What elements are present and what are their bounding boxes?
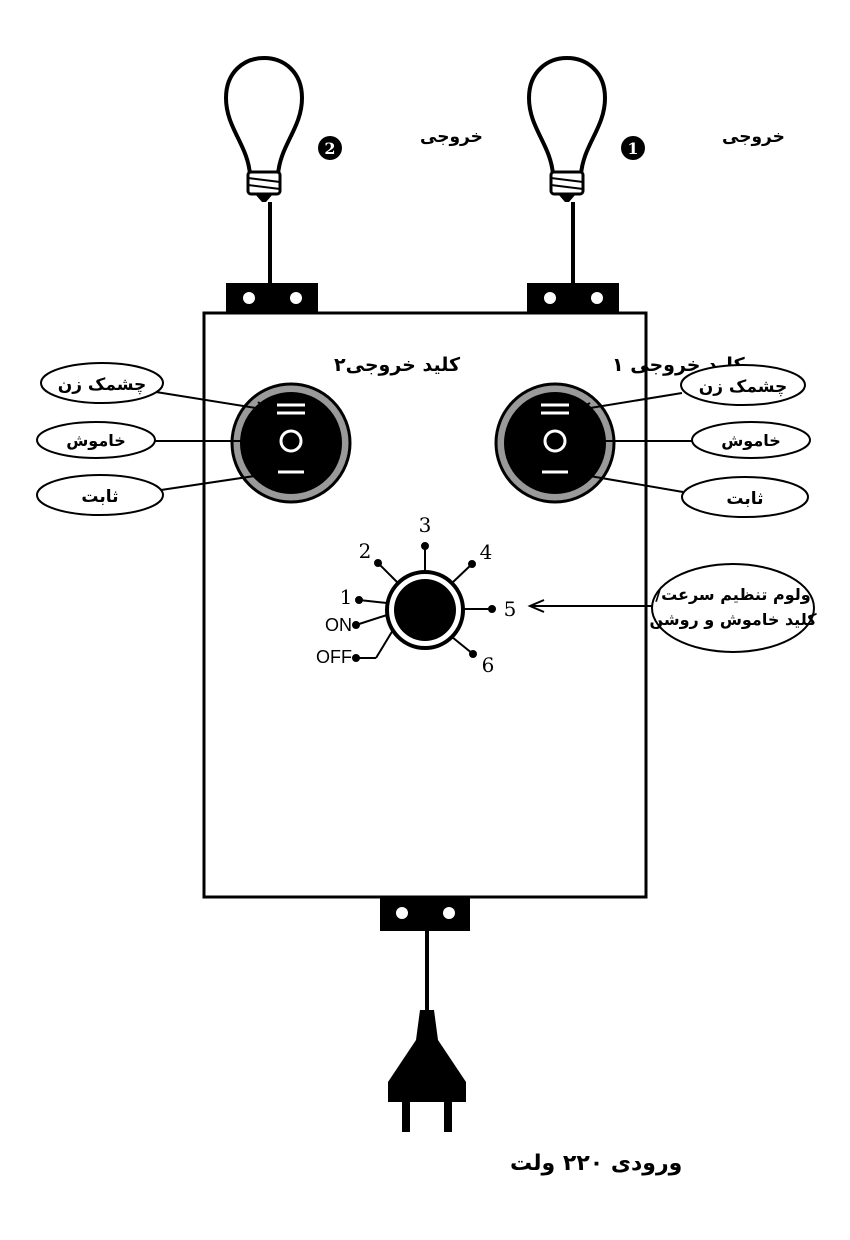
- switch-2-title: کلید خروجی۲: [334, 354, 461, 376]
- bulb-1: [526, 55, 608, 283]
- power-plug-icon: [388, 1010, 466, 1132]
- dial-spokes: [352, 542, 496, 662]
- output-1-text: خروجی: [722, 127, 785, 147]
- switch-2-label-steady: ثابت: [36, 469, 271, 516]
- dial-position-on: ON: [325, 615, 352, 635]
- switch-1-label-blink: چشمک زن: [575, 364, 806, 415]
- terminal-block-input: [380, 896, 470, 931]
- bulb-2: [223, 55, 305, 283]
- switch-1-label-steady: ثابت: [575, 469, 809, 518]
- bulb-2-glass: [223, 55, 305, 177]
- switch-1-off-mark: [543, 429, 567, 453]
- switch-2-steady-text: ثابت: [81, 487, 118, 507]
- output-1-label: خروجی 1: [621, 127, 785, 160]
- dial-position-1: 1: [340, 585, 353, 609]
- dial-callout-line-1: ولوم تنظیم سرعت/: [655, 585, 810, 604]
- output-2-number: 2: [324, 139, 335, 158]
- dial-position-5: 5: [504, 597, 517, 621]
- switch-2[interactable]: [230, 382, 352, 504]
- switch-2-off-text: خاموش: [66, 431, 126, 450]
- switch-1-off-text: خاموش: [721, 431, 781, 450]
- dial-position-off: OFF: [316, 647, 352, 667]
- output-2-text: خروجی: [420, 127, 483, 147]
- dial-position-2: 2: [359, 539, 372, 563]
- dial-callout-line-2: کلید خاموش و روشن: [649, 610, 817, 629]
- switch-1-steady-text: ثابت: [726, 489, 763, 509]
- switch-1[interactable]: [494, 382, 616, 504]
- output-2-label: خروجی 2: [318, 127, 483, 160]
- dial-position-6: 6: [482, 653, 495, 677]
- dial-position-4: 4: [480, 540, 493, 564]
- switch-2-off-mark: [279, 429, 303, 453]
- dial-callout: ولوم تنظیم سرعت/ کلید خاموش و روشن: [527, 563, 817, 653]
- terminal-block-output-1: [527, 283, 619, 314]
- switch-1-blink-text: چشمک زن: [699, 377, 788, 397]
- dial-position-3: 3: [419, 513, 432, 537]
- speed-dial[interactable]: [385, 570, 465, 650]
- bulb-2-base: [246, 170, 282, 196]
- switch-2-blink-text: چشمک زن: [58, 375, 147, 395]
- switch-2-label-off: خاموش: [36, 421, 272, 459]
- bulb-1-glass: [526, 55, 608, 177]
- switch-2-label-blink: چشمک زن: [40, 362, 271, 415]
- switch-1-label-off: خاموش: [575, 421, 811, 459]
- bulb-1-base: [549, 170, 585, 196]
- terminal-block-output-2: [226, 283, 318, 314]
- input-label: ورودی ۲۲۰ ولت: [510, 1151, 682, 1176]
- output-1-number: 1: [627, 139, 638, 158]
